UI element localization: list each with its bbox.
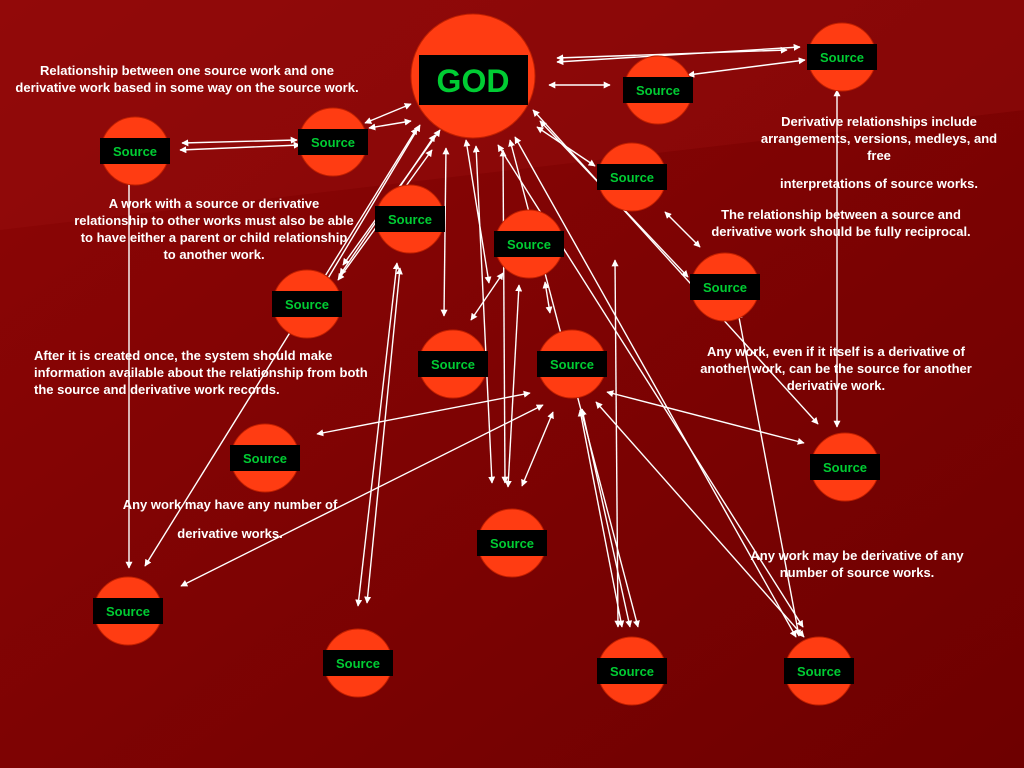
relationship-arrow [606,390,805,445]
god-label-box [419,55,528,105]
source-label: Source [106,604,150,619]
relationship-arrow [735,311,802,637]
source-node: Source [810,432,880,502]
relationship-arrow [556,46,788,62]
note-any-number-source: Any work may be derivative of any number… [750,548,964,580]
source-label-box [477,530,547,556]
source-label: Source [550,357,594,372]
source-label-box [690,274,760,300]
source-label-box [100,138,170,164]
source-label: Source [431,357,475,372]
source-label-box [537,351,607,377]
note-any-number-derivative-1: Any work may have any number of [122,497,338,512]
source-label: Source [610,664,654,679]
source-node: Source [375,184,445,254]
source-label: Source [703,280,747,295]
relationship-arrow [556,43,801,66]
source-label: Source [797,664,841,679]
source-label-box [272,291,342,317]
source-label-box [494,231,564,257]
source-label-box [597,164,667,190]
source-label-box [323,650,393,676]
source-label: Source [336,656,380,671]
source-node: Source [100,116,170,186]
relationship-arrow [364,103,412,124]
source-label-box [93,598,163,624]
relationship-arrow [504,284,523,488]
relationship-arrow [577,409,625,628]
note-parent-child: A work with a source or derivative relat… [74,196,354,262]
source-node: Source [323,628,393,698]
relationship-arrow [611,259,622,628]
source-label: Source [388,212,432,227]
relationship-arrow [499,149,509,484]
source-node: Source [597,636,667,706]
god-node: GOD [410,13,536,139]
source-label: Source [285,297,329,312]
source-label-box [623,77,693,103]
relationship-arrow [364,267,403,604]
note-after-created: After it is created once, the system sho… [34,348,368,397]
relationship-arrow [579,408,633,628]
nodes-layer: GODSourceSourceSourceSourceSourceSourceS… [93,13,880,706]
source-label-box [597,658,667,684]
relationship-arrow [664,211,701,248]
note-any-work-source: Any work, even if it itself is a derivat… [700,344,972,393]
note-interpretations: interpretations of source works. [780,176,978,191]
relationship-arrow [463,139,492,284]
relationship-arrow [687,57,806,78]
source-node: Source [807,22,877,92]
source-label: Source [507,237,551,252]
source-label: Source [311,135,355,150]
relationship-arrow [355,262,400,607]
relationship-arrow [542,281,553,314]
source-node: Source [690,252,760,322]
source-node: Source [230,423,300,493]
relationship-arrow [470,272,504,321]
source-label-box [418,351,488,377]
relationship-arrow [368,118,412,131]
source-label-box [298,129,368,155]
relationship-arrow [521,411,554,487]
source-label: Source [243,451,287,466]
source-label: Source [490,536,534,551]
source-node: Source [623,55,693,125]
note-relationship: Relationship between one source work and… [15,63,359,95]
source-label-box [810,454,880,480]
source-label: Source [113,144,157,159]
note-any-number-derivative-2: derivative works. [177,526,283,541]
note-reciprocal: The relationship between a source and de… [711,207,971,239]
source-label-box [230,445,300,471]
source-node: Source [298,107,368,177]
relationship-arrow [181,136,298,147]
source-label-box [375,206,445,232]
source-label: Source [823,460,867,475]
source-node: Source [418,329,488,399]
source-label: Source [610,170,654,185]
source-label-box [784,658,854,684]
arrows-layer [125,43,841,638]
source-node: Source [784,636,854,706]
relationship-arrow [595,401,805,638]
note-derivative-includes: Derivative relationships include arrange… [760,114,998,163]
source-node: Source [597,142,667,212]
source-label-box [807,44,877,70]
source-node: Source [477,508,547,578]
source-node: Source [272,269,342,339]
source-label: Source [636,83,680,98]
source-node: Source [537,329,607,399]
god-label: GOD [437,63,510,99]
source-label: Source [820,50,864,65]
source-node: Source [494,209,564,279]
relationship-arrow [179,141,301,154]
source-node: Source [93,576,163,646]
